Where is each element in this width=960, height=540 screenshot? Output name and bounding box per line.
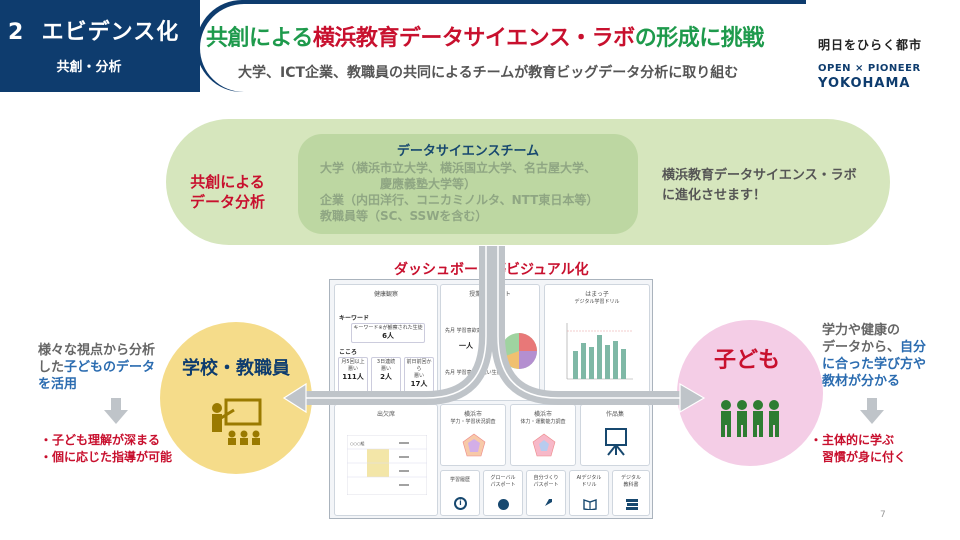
globe-icon <box>498 499 509 510</box>
page-number: 7 <box>880 510 886 520</box>
open-book-icon <box>583 499 597 510</box>
global-passport-button[interactable]: グローバル パスポート <box>483 470 523 516</box>
page-title: 共創による横浜教育データサイエンス・ラボの形成に挑戦 <box>206 26 764 51</box>
digital-textbook-button[interactable]: デジタル 教科書 <box>612 470 650 516</box>
survey-pie-chart-icon <box>501 333 537 369</box>
drill-bar-chart-icon <box>566 323 633 380</box>
data-science-team-title: データサイエンスチーム <box>396 144 540 159</box>
header-band-inner <box>200 4 806 92</box>
attendance-panel[interactable]: 出欠席 ○○○組 <box>334 404 438 516</box>
rocket-icon <box>542 499 552 509</box>
learning-history-button[interactable]: 学習履歴 i <box>440 470 480 516</box>
section-header: 2 エビデンス化 共創・分析 <box>0 0 200 92</box>
data-science-team-members: 大学（横浜市立大学、横浜国立大学、名古屋大学、 慶應義塾大学等） 企業（内田洋行… <box>320 161 599 223</box>
logo-open-pioneer: OPEN × PIONEER <box>818 63 921 74</box>
attendance-table-icon <box>347 435 427 495</box>
children-label: 子ども <box>713 348 780 373</box>
section-subtitle: 共創・分析 <box>56 60 122 75</box>
children-outcomes: ・主体的に学ぶ 習慣が身に付く <box>810 433 907 464</box>
digital-drill-panel[interactable]: はまっ子 デジタル学習ドリル <box>544 284 650 401</box>
school-staff-label: 学校・教職員 <box>182 358 290 379</box>
logo-yokohama: YOKOHAMA <box>818 76 911 91</box>
lab-evolution-text: 横浜教育データサイエンス・ラボ に進化させます！ <box>662 168 857 203</box>
easel-icon <box>605 428 627 456</box>
academic-radar-icon <box>462 433 486 457</box>
health-observation-panel[interactable]: 健康観察 キーワード キーワード※が観察された生徒 6人 こころ 月5回以上悪い… <box>334 284 438 401</box>
school-outcomes: ・子ども理解が深まる ・個に応じた指導が可能 <box>40 433 173 464</box>
data-science-team-box <box>298 134 638 234</box>
kids-circle <box>677 320 823 466</box>
fitness-survey-panel[interactable]: 横浜市 体力・運動能力調査 <box>510 404 576 466</box>
logo-slogan: 明日をひらく都市 <box>818 38 923 52</box>
co-creation-label: 共創による データ分析 <box>190 173 266 211</box>
info-icon: i <box>454 497 467 510</box>
school-benefit-text: 様々な視点から分析 した子どものデータ を活用 <box>38 343 156 392</box>
children-group-icon <box>721 400 779 437</box>
section-label: 2 エビデンス化 <box>8 20 180 45</box>
books-stack-icon <box>626 499 638 510</box>
yokohama-logo: 明日をひらく都市 OPEN × PIONEER YOKOHAMA <box>818 36 954 91</box>
children-benefit-text: 学力や健康の データから、自分 に合った学び方や 教材が分かる <box>822 323 927 389</box>
down-arrow-icon <box>104 398 128 424</box>
teacher-board-icon <box>212 398 262 445</box>
fitness-radar-icon <box>532 433 556 457</box>
page-subtitle: 大学、ICT企業、教職員の共同によるチームが教育ビッグデータ分析に取り組む <box>238 65 739 81</box>
ai-digital-drill-button[interactable]: AIデジタル ドリル <box>569 470 609 516</box>
down-arrow-icon <box>860 398 884 424</box>
self-building-passport-button[interactable]: 自分づくり パスポート <box>526 470 566 516</box>
academic-survey-panel[interactable]: 横浜市 学力・学習状況調査 <box>440 404 506 466</box>
